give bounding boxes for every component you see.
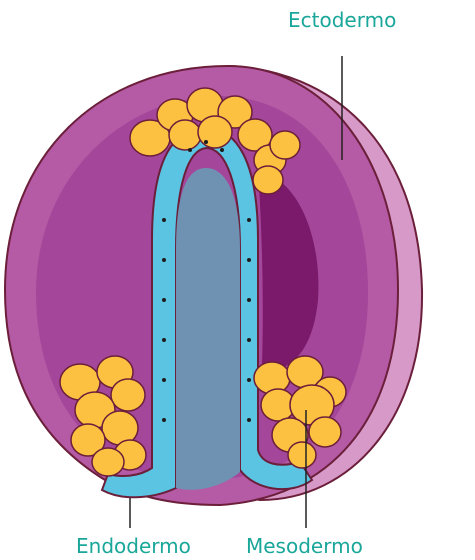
ectoderm-label: Ectodermo — [288, 8, 396, 32]
endoderm-label: Endodermo — [76, 534, 191, 558]
mesoderm-label: Mesodermo — [246, 534, 363, 558]
archenteron — [176, 168, 240, 490]
